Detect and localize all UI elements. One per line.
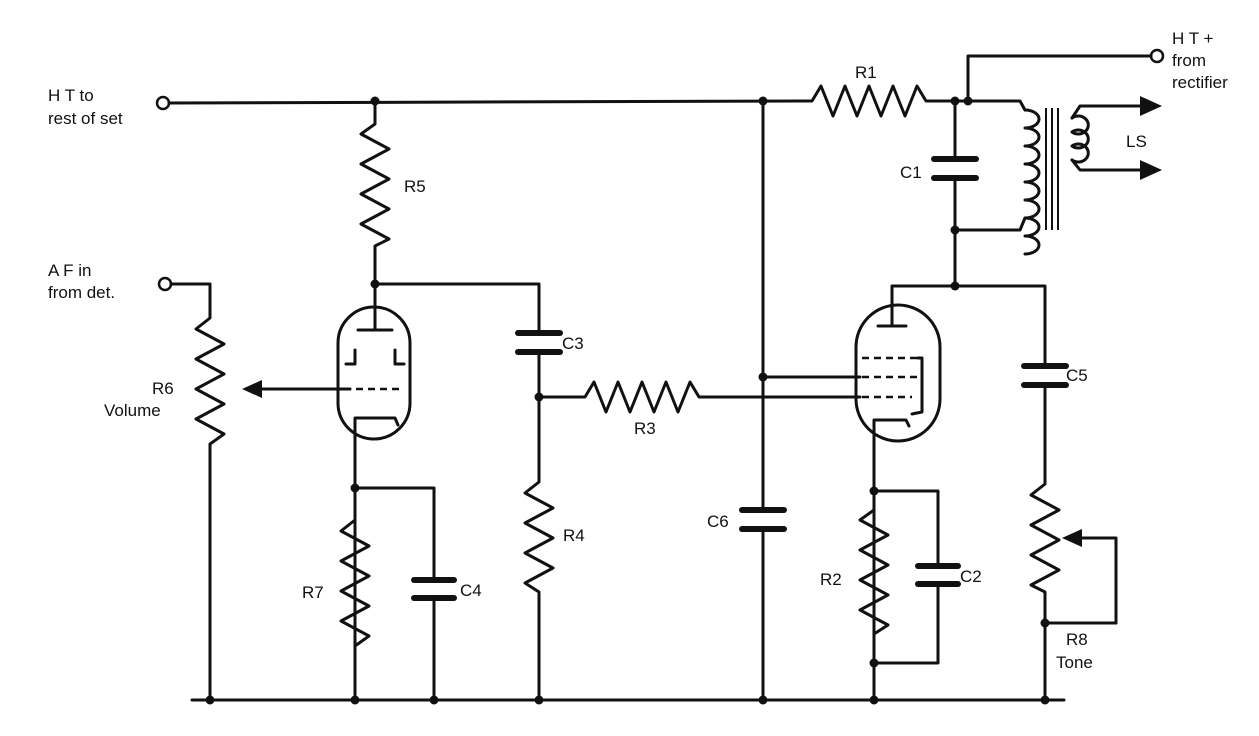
label-ht-plus-line2: from bbox=[1172, 51, 1206, 70]
label-c1: C1 bbox=[900, 163, 922, 182]
label-ls: LS bbox=[1126, 132, 1147, 151]
potentiometer-r6 bbox=[157, 276, 352, 702]
ht-rest-terminal bbox=[155, 95, 171, 111]
label-r6-name: Volume bbox=[104, 401, 161, 420]
capacitor-c1 bbox=[931, 99, 979, 288]
resistor-r2 bbox=[858, 508, 890, 636]
resistor-r7 bbox=[339, 518, 371, 648]
capacitor-c3 bbox=[515, 330, 563, 477]
resistor-r3 bbox=[537, 380, 862, 414]
capacitor-c5 bbox=[1021, 363, 1069, 477]
label-c4: C4 bbox=[460, 581, 482, 600]
label-r3: R3 bbox=[634, 419, 656, 438]
triode-valve bbox=[336, 305, 412, 702]
resistor-r5 bbox=[359, 99, 391, 315]
label-af-in-line1: A F in bbox=[48, 261, 91, 280]
capacitor-c4 bbox=[353, 486, 457, 702]
label-c2: C2 bbox=[960, 567, 982, 586]
resistor-r4 bbox=[523, 473, 555, 702]
ls-arrow-top bbox=[1140, 96, 1162, 116]
label-r8-name: Tone bbox=[1056, 653, 1093, 672]
label-c3: C3 bbox=[562, 334, 584, 353]
ht-plus-terminal bbox=[1149, 48, 1165, 64]
label-ht-plus-line1: H T + bbox=[1172, 29, 1213, 48]
label-c5: C5 bbox=[1066, 366, 1088, 385]
capacitor-c6 bbox=[739, 99, 862, 702]
junctions bbox=[205, 96, 1050, 705]
capacitor-c2 bbox=[872, 489, 961, 665]
ls-arrow-bottom bbox=[1140, 160, 1162, 180]
resistor-r1 bbox=[798, 84, 934, 118]
label-ht-rest-line1: H T to bbox=[48, 86, 94, 105]
af-in-terminal bbox=[157, 276, 173, 292]
label-r7: R7 bbox=[302, 583, 324, 602]
label-r1: R1 bbox=[855, 63, 877, 82]
output-transformer bbox=[953, 96, 1162, 256]
label-c6: C6 bbox=[707, 512, 729, 531]
label-r2: R2 bbox=[820, 570, 842, 589]
labels: H T to rest of set H T + from rectifier … bbox=[48, 29, 1228, 672]
label-ht-plus-line3: rectifier bbox=[1172, 73, 1228, 92]
label-r4: R4 bbox=[563, 526, 585, 545]
label-ht-rest-line2: rest of set bbox=[48, 109, 123, 128]
potentiometer-r8 bbox=[1029, 473, 1118, 702]
pentode-valve bbox=[854, 303, 942, 702]
label-r8: R8 bbox=[1066, 630, 1088, 649]
label-r5: R5 bbox=[404, 177, 426, 196]
label-r6: R6 bbox=[152, 379, 174, 398]
label-af-in-line2: from det. bbox=[48, 283, 115, 302]
